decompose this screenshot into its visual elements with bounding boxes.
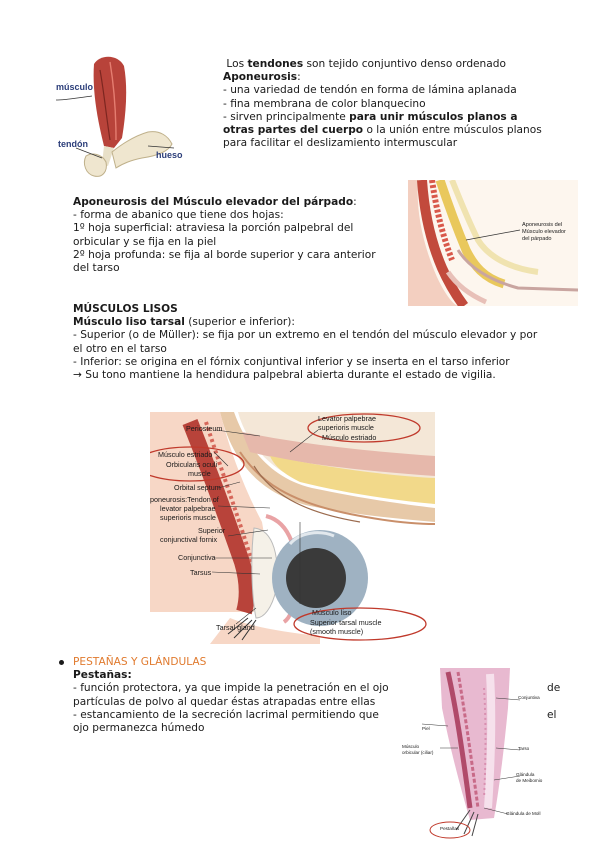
label-conjuntiva: Conjuntiva — [518, 695, 540, 700]
section-tendones: Los tendones son tejido conjuntivo denso… — [223, 58, 542, 150]
lisos-line-1: - Superior (o de Müller): se fija por un… — [73, 329, 538, 342]
pestanas-line-3: - estancamiento de la secreción lacrimal… — [73, 708, 557, 721]
muscle-tendon-illustration — [56, 56, 175, 177]
figure-muscle-tendon: músculo tendón hueso — [56, 52, 216, 182]
label-musculo-liso: Músculo liso — [312, 608, 352, 617]
musculos-lisos-heading: MÚSCULOS LISOS — [73, 303, 178, 315]
eyelash-gland-illustration — [421, 668, 521, 839]
label-piel: Piel — [422, 726, 430, 731]
label-aponeurosis-3: superioris muscle — [160, 513, 216, 522]
aponeurosis-line-2: - fina membrana de color blanquecino — [223, 97, 426, 110]
label-tarso: Tarso — [518, 746, 530, 751]
label-orbital-septum: Orbital septum — [174, 483, 221, 492]
label-musculo: músculo — [56, 82, 94, 92]
pestanas-line-3-end: el — [547, 708, 557, 721]
elevador-heading: Aponeurosis del Músculo elevador del pár… — [73, 196, 357, 208]
label-tendon: tendón — [58, 139, 88, 149]
elevador-line-4: 2º hoja profunda: se fija al borde super… — [73, 248, 376, 261]
eyelid-section-illustration — [408, 180, 578, 306]
pestanas-line-1: - función protectora, ya que impide la p… — [73, 682, 561, 695]
section-musculos-lisos: MÚSCULOS LISOS Músculo liso tarsal (supe… — [73, 303, 537, 382]
label-fornix-1: Superior — [198, 526, 226, 535]
figure-eyelid-anatomy: Periosteum Levator palpebrae superioris … — [150, 412, 435, 644]
elevador-line-2: 1º hoja superficial: atraviesa la porció… — [73, 222, 354, 235]
pestanas-bullet: PESTAÑAS Y GLÁNDULAS — [56, 656, 566, 669]
label-periosteum: Periosteum — [186, 424, 223, 433]
label-del-parpado: del párpado — [522, 236, 552, 242]
label-conjunctiva: Conjunctiva — [178, 553, 216, 562]
label-fornix-2: conjunctival fornix — [160, 535, 218, 544]
label-orbicularis-1: Orbicularis oculi — [166, 460, 218, 469]
lisos-line-3: - Inferior: se origina en el fórnix conj… — [73, 355, 510, 368]
aponeurosis-line-3: - sirven principalmente para unir múscul… — [223, 110, 518, 123]
label-musculo-estriado-left: Músculo estriado — [158, 450, 213, 459]
label-musculo-ciliar-2: orbicular (ciliar) — [402, 750, 434, 755]
label-aponeurosis: Aponeurosis del — [522, 222, 563, 228]
pestanas-bullet-title: PESTAÑAS Y GLÁNDULAS — [73, 656, 207, 668]
elevador-line-1: - forma de abanico que tiene dos hojas: — [73, 209, 284, 222]
label-tarsus: Tarsus — [190, 568, 212, 577]
pestanas-line-1-end: de — [547, 682, 561, 695]
aponeurosis-heading: Aponeurosis: — [223, 71, 301, 84]
label-hueso: hueso — [156, 150, 183, 160]
pestanas-line-2: partículas de polvo al quedar éstas atra… — [73, 695, 376, 708]
musculo-liso-tarsal-heading: Músculo liso tarsal (superior e inferior… — [73, 316, 295, 329]
label-glandula-meibomio-1: Glándula — [516, 772, 535, 777]
aponeurosis-line-5: para facilitar el deslizamiento intermus… — [223, 137, 458, 150]
elevador-line-5: del tarso — [73, 262, 120, 275]
lisos-line-2: el otro en el tarso — [73, 342, 167, 355]
label-tarsal-gland: Tarsal gland — [216, 623, 255, 632]
label-musculo-elevador: Músculo elevador — [522, 229, 566, 235]
pestanas-line-4: ojo permanezca húmedo — [73, 722, 205, 735]
pestanas-heading: Pestañas: — [73, 669, 132, 682]
label-superior-tarsal-2: (smooth muscle) — [310, 627, 364, 636]
label-musculo-ciliar-1: Músculo — [402, 744, 420, 749]
figure-elevador-parpado: Aponeurosis del Músculo elevador del pár… — [408, 180, 578, 306]
label-superior-tarsal-1: Superior tarsal muscle — [310, 618, 382, 627]
section-aponeurosis-elevador: Aponeurosis del Músculo elevador del pár… — [73, 196, 376, 275]
label-glandula-meibomio-2: de Meibomio — [516, 778, 543, 783]
label-aponeurosis-2: levator palpebrae — [160, 504, 216, 513]
figure-pestanas-glandulas: Piel Conjuntiva Músculo orbicular (cilia… — [400, 668, 548, 840]
eyelid-anatomy-illustration — [150, 412, 435, 644]
label-pestanas: Pestañas — [440, 826, 460, 831]
label-glandula-moll: Glándula de Moll — [506, 811, 541, 816]
lisos-line-4: → Su tono mantiene la hendidura palpebra… — [73, 369, 496, 382]
label-musculo-estriado-top: Músculo estriado — [322, 433, 377, 442]
section-pestanas: PESTAÑAS Y GLÁNDULAS Pestañas: - función… — [56, 656, 566, 735]
elevador-line-3: orbicular y se fija en la piel — [73, 235, 217, 248]
label-levator-1: Levator palpebrae — [318, 414, 376, 423]
bullet-dot — [59, 660, 64, 665]
label-orbicularis-2: muscle — [188, 469, 211, 478]
label-levator-2: superioris muscle — [318, 423, 374, 432]
label-aponeurosis-1: poneurosis:Tendon of — [150, 495, 219, 504]
aponeurosis-line-1: - una variedad de tendón en forma de lám… — [223, 84, 517, 97]
aponeurosis-line-4: otras partes del cuerpo o la unión entre… — [223, 124, 542, 137]
tendones-line: Los tendones son tejido conjuntivo denso… — [226, 58, 506, 70]
